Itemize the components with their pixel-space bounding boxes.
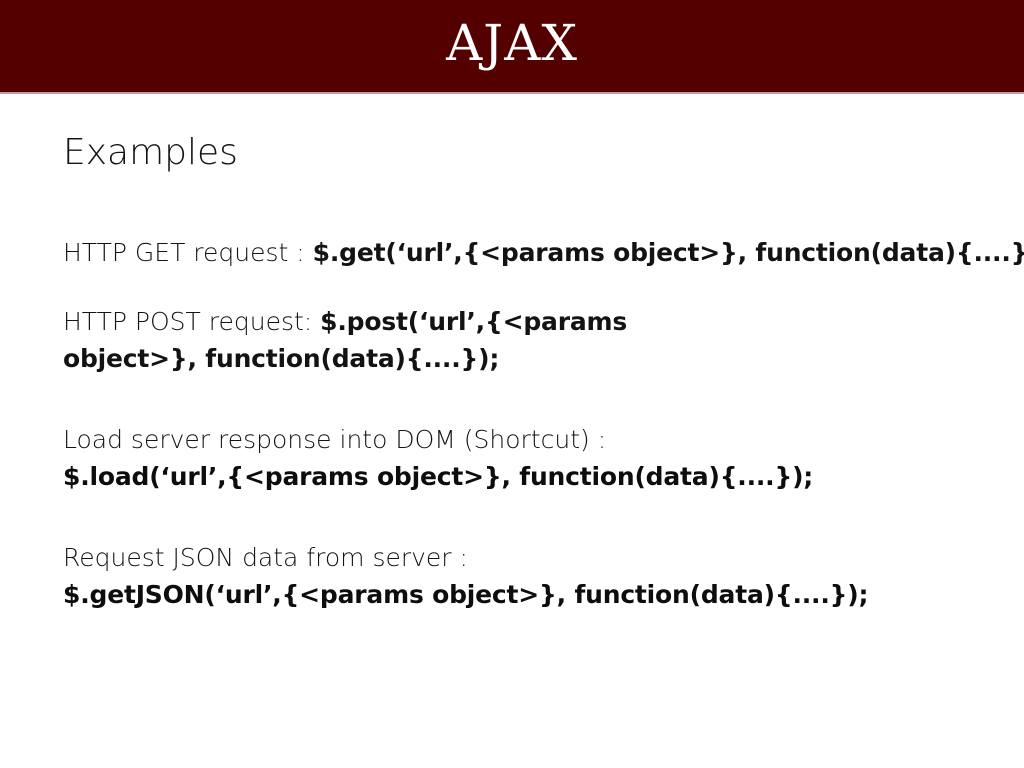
- example-code-load: $.load(‘url’,{<params object>}, function…: [63, 462, 814, 491]
- example-line-json: Request JSON data from server :: [63, 539, 993, 576]
- example-line-get: HTTP GET request : $.get(‘url’,{<params …: [63, 234, 1024, 271]
- example-block-post: HTTP POST request: $.post(‘url’,{<params…: [63, 303, 993, 377]
- example-code-json: $.getJSON(‘url’,{<params object>}, funct…: [63, 580, 869, 609]
- example-block-get: HTTP GET request : $.get(‘url’,{<params …: [63, 234, 1024, 271]
- slide-body: Examples HTTP GET request : $.get(‘url’,…: [63, 130, 1024, 613]
- example-description-json: Request JSON data from server :: [63, 543, 468, 572]
- example-code-post: $.post(‘url’,{<params object>}, function…: [63, 307, 628, 373]
- example-line-post: HTTP POST request: $.post(‘url’,{<params…: [63, 303, 763, 377]
- example-code-get: $.get(‘url’,{<params object>}, function(…: [312, 238, 1024, 267]
- example-description-post: HTTP POST request:: [63, 307, 321, 336]
- example-description-load: Load server response into DOM (Shortcut)…: [63, 425, 607, 454]
- example-block-load: Load server response into DOM (Shortcut)…: [63, 421, 993, 495]
- example-block-json: Request JSON data from server : $.getJSO…: [63, 539, 993, 613]
- example-description-get: HTTP GET request :: [63, 238, 313, 267]
- slide-title: AJAX: [446, 14, 578, 72]
- header-underline: [0, 92, 1024, 94]
- section-heading: Examples: [63, 132, 238, 173]
- slide-header-band: [0, 0, 1024, 92]
- example-line-load: Load server response into DOM (Shortcut)…: [63, 421, 993, 458]
